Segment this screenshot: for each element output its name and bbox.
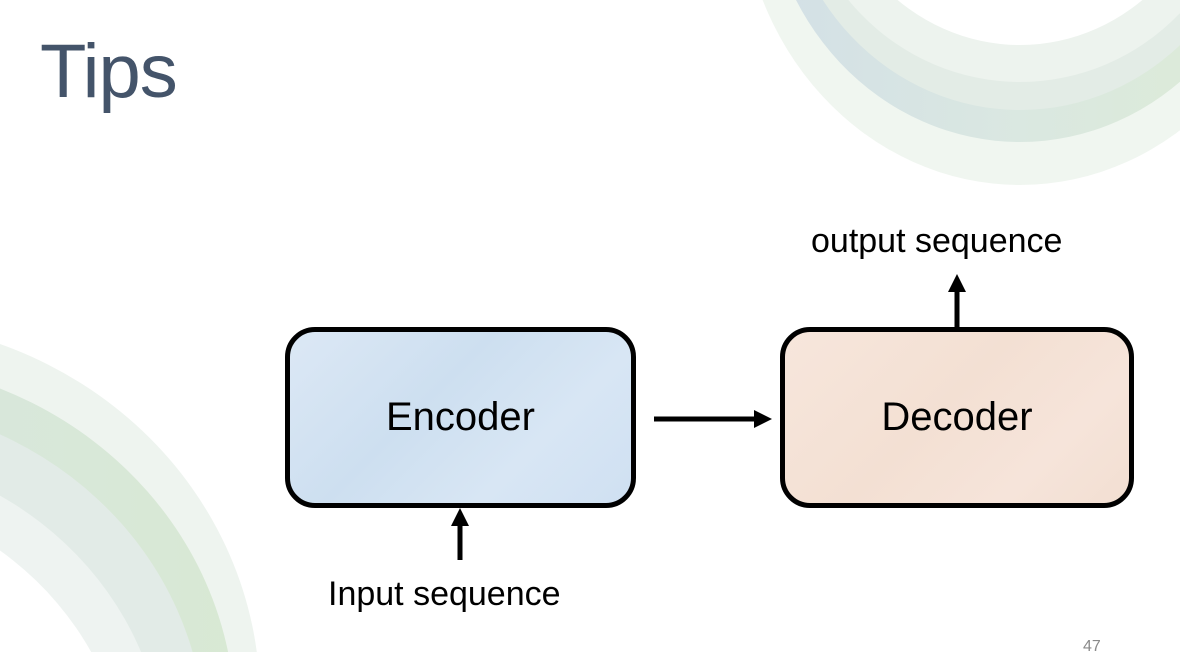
- encoder-label: Encoder: [386, 395, 535, 439]
- input-sequence-label: Input sequence: [328, 575, 561, 613]
- bottom-left-arc: [0, 344, 257, 652]
- decoder-box: Decoder: [780, 327, 1134, 508]
- top-right-arc: [762, 0, 1180, 185]
- slide-title: Tips: [40, 29, 178, 114]
- output-sequence-label: output sequence: [811, 222, 1063, 260]
- page-number: 47: [1083, 638, 1101, 655]
- decoder-label: Decoder: [881, 395, 1033, 439]
- encoder-box: Encoder: [285, 327, 636, 508]
